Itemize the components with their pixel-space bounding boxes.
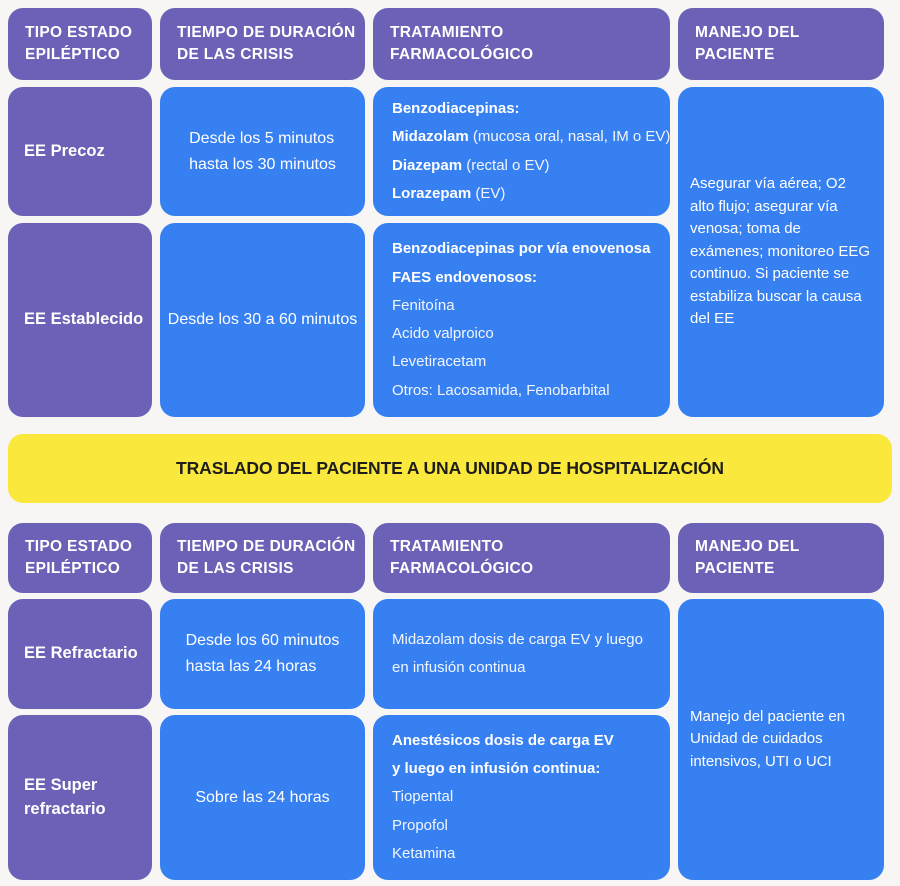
row-label-ee-precoz: EE Precoz bbox=[8, 87, 152, 216]
duration-text: Sobre las 24 horas bbox=[195, 788, 330, 806]
row-label-ee-refractario: EE Refractario bbox=[8, 599, 152, 709]
duration-ee-establecido: Desde los 30 a 60 minutos bbox=[160, 223, 365, 417]
row-label-ee-establecido: EE Establecido bbox=[8, 223, 152, 417]
duration-ee-super-refractario: Sobre las 24 horas bbox=[160, 715, 365, 880]
duration-text: Desde los 30 a 60 minutos bbox=[167, 311, 358, 329]
transfer-banner: TRASLADO DEL PACIENTE A UNA UNIDAD DE HO… bbox=[8, 434, 892, 503]
management-lower: Manejo del paciente en Unidad de cuidado… bbox=[678, 599, 884, 880]
management-upper: Asegurar vía aérea; O2 alto flujo; asegu… bbox=[678, 87, 884, 417]
treatment-ee-precoz: Benzodiacepinas:Midazolam (mucosa oral, … bbox=[373, 87, 670, 216]
row-label-ee-super-refractario: EE Super refractario bbox=[8, 715, 152, 880]
